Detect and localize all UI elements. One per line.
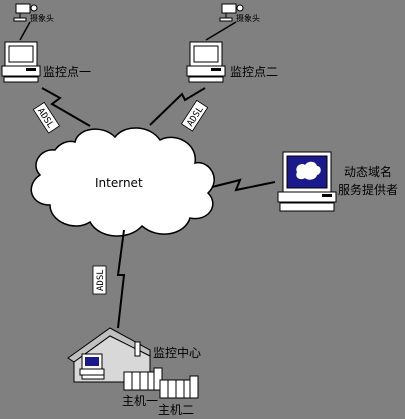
monitor-point-2: 摄象头 监控点二 bbox=[186, 3, 278, 83]
adsl-label-left: ADSL bbox=[35, 107, 55, 131]
server-icon bbox=[123, 367, 163, 391]
dns-provider-label-line1: 动态域名 bbox=[344, 164, 392, 179]
monitor-center-label: 监控中心 bbox=[153, 345, 201, 360]
camera-label-1: 摄象头 bbox=[30, 13, 54, 23]
host-2: 主机二 bbox=[158, 375, 199, 417]
host-1: 主机一 bbox=[122, 367, 163, 408]
dns-provider-label-line2: 服务提供者 bbox=[338, 182, 398, 197]
computer-icon bbox=[277, 151, 337, 212]
camera-icon bbox=[13, 3, 38, 22]
adsl-label-bottom: ADSL bbox=[96, 269, 106, 291]
adsl-link-bottom: ADSL bbox=[92, 229, 126, 329]
host-1-label: 主机一 bbox=[122, 394, 158, 408]
adsl-link-left: ADSL bbox=[32, 87, 91, 134]
monitor-point-1-label: 监控点一 bbox=[43, 65, 91, 79]
dns-provider: 动态域名 服务提供者 bbox=[277, 151, 398, 212]
computer-icon bbox=[186, 41, 226, 83]
adsl-label-right: ADSL bbox=[186, 105, 206, 129]
link-dns bbox=[211, 178, 276, 192]
camera-label-2: 摄象头 bbox=[236, 13, 260, 23]
computer-icon bbox=[79, 353, 105, 380]
adsl-link-right: ADSL bbox=[149, 87, 209, 132]
computer-icon bbox=[1, 41, 41, 83]
monitor-center: 监控中心 bbox=[67, 327, 201, 383]
internet-cloud: Internet bbox=[30, 127, 215, 237]
monitor-point-2-label: 监控点二 bbox=[230, 65, 278, 79]
internet-label: Internet bbox=[95, 176, 143, 190]
host-2-label: 主机二 bbox=[158, 403, 194, 417]
monitor-point-1: 摄象头 监控点一 bbox=[1, 3, 91, 83]
camera-icon bbox=[219, 3, 244, 22]
server-icon bbox=[159, 375, 199, 399]
